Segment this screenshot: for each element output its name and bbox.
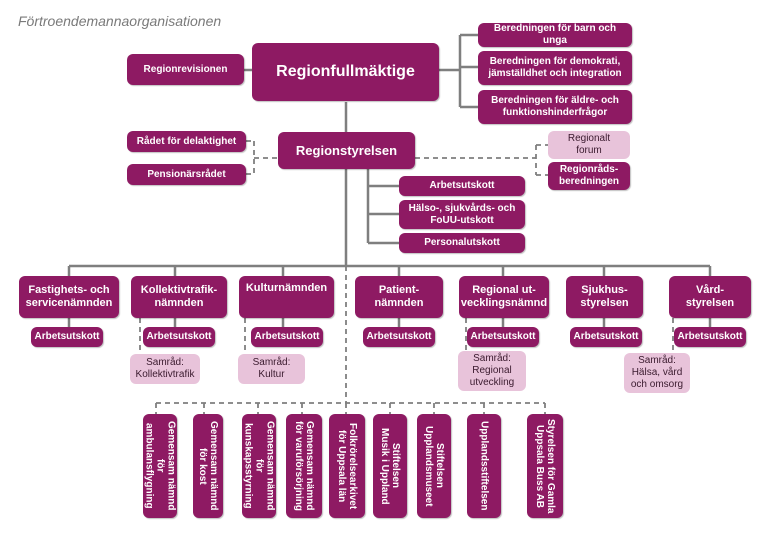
gemensam-namnd-ambulansflygning-box: Gemensam nämnd för ambulansflygning: [143, 414, 177, 518]
regionrevisionen-box: Regionrevisionen: [127, 54, 244, 85]
beredning-demokrati-box: Beredningen för demokrati, jämställdhet …: [478, 51, 632, 85]
personalutskott-box: Personalutskott: [399, 233, 525, 253]
vardstyrelsen-box: Vård- styrelsen: [669, 276, 751, 318]
gemensam-namnd-kost-box: Gemensam nämnd för kost: [193, 414, 223, 518]
arbetsutskott-kultur-box: Arbetsutskott: [251, 327, 323, 347]
kulturnamnden-box: Kulturnämnden: [239, 276, 334, 318]
regionalt-forum-box: Regionalt forum: [548, 131, 630, 159]
samrad-kollektivtrafik-box: Samråd: Kollektivtrafik: [130, 354, 200, 384]
radet-delaktighet-box: Rådet för delaktighet: [127, 131, 246, 152]
regionfullmaktige-box: Regionfullmäktige: [252, 43, 439, 101]
samrad-kultur-box: Samråd: Kultur: [238, 354, 305, 384]
arbetsutskott-kollektivtrafik-box: Arbetsutskott: [143, 327, 215, 347]
stiftelsen-upplandsmuseet-box: Stiftelsen Upplandsmuseet: [417, 414, 451, 518]
upplandsstiftelsen-box: Upplandsstiftelsen: [467, 414, 501, 518]
stiftelsen-musik-box: Stiftelsen Musik i Uppland: [373, 414, 407, 518]
fastighetsnamnden-box: Fastighets- och servicenämnden: [19, 276, 119, 318]
beredning-barn-box: Beredningen för barn och unga: [478, 23, 632, 47]
regionstyrelsen-box: Regionstyrelsen: [278, 132, 415, 169]
samrad-halsa-vard-omsorg-box: Samråd: Hälsa, vård och omsorg: [624, 353, 690, 393]
regional-utvecklingsnamnd-box: Regional ut- vecklingsnämnd: [459, 276, 549, 318]
sjukhusstyrelsen-box: Sjukhus- styrelsen: [566, 276, 643, 318]
patientnamnden-box: Patient- nämnden: [355, 276, 443, 318]
pensionarsradet-box: Pensionärsrådet: [127, 164, 246, 185]
halso-sjukvard-utskott-box: Hälso-, sjukvårds- och FoUU-utskott: [399, 200, 525, 229]
beredning-aldre-box: Beredningen för äldre- och funktionshind…: [478, 90, 632, 124]
arbetsutskott-fastighet-box: Arbetsutskott: [31, 327, 103, 347]
diagram-title: Förtroendemannaorganisationen: [18, 13, 222, 29]
arbetsutskott-sjukhus-box: Arbetsutskott: [570, 327, 642, 347]
gemensam-namnd-varuforsorjning-box: Gemensam nämnd för varuförsörjning: [286, 414, 322, 518]
arbetsutskott-styrelse-box: Arbetsutskott: [399, 176, 525, 196]
regionradsberedningen-box: Regionråds- beredningen: [548, 162, 630, 190]
styrelsen-gamla-uppsala-buss-box: Styrelsen för Gamla Uppsala Buss AB: [527, 414, 563, 518]
arbetsutskott-regional-box: Arbetsutskott: [467, 327, 539, 347]
arbetsutskott-patient-box: Arbetsutskott: [363, 327, 435, 347]
kollektivtrafiknamnden-box: Kollektivtrafik- nämnden: [131, 276, 227, 318]
arbetsutskott-vard-box: Arbetsutskott: [674, 327, 746, 347]
samrad-regional-utveckling-box: Samråd: Regional utveckling: [458, 351, 526, 391]
folkrorelsearkivet-box: Folkrörelsearkivet för Uppsala län: [329, 414, 365, 518]
gemensam-namnd-kunskapsstyrning-box: Gemensam nämnd för kunskapsstyrning: [242, 414, 276, 518]
